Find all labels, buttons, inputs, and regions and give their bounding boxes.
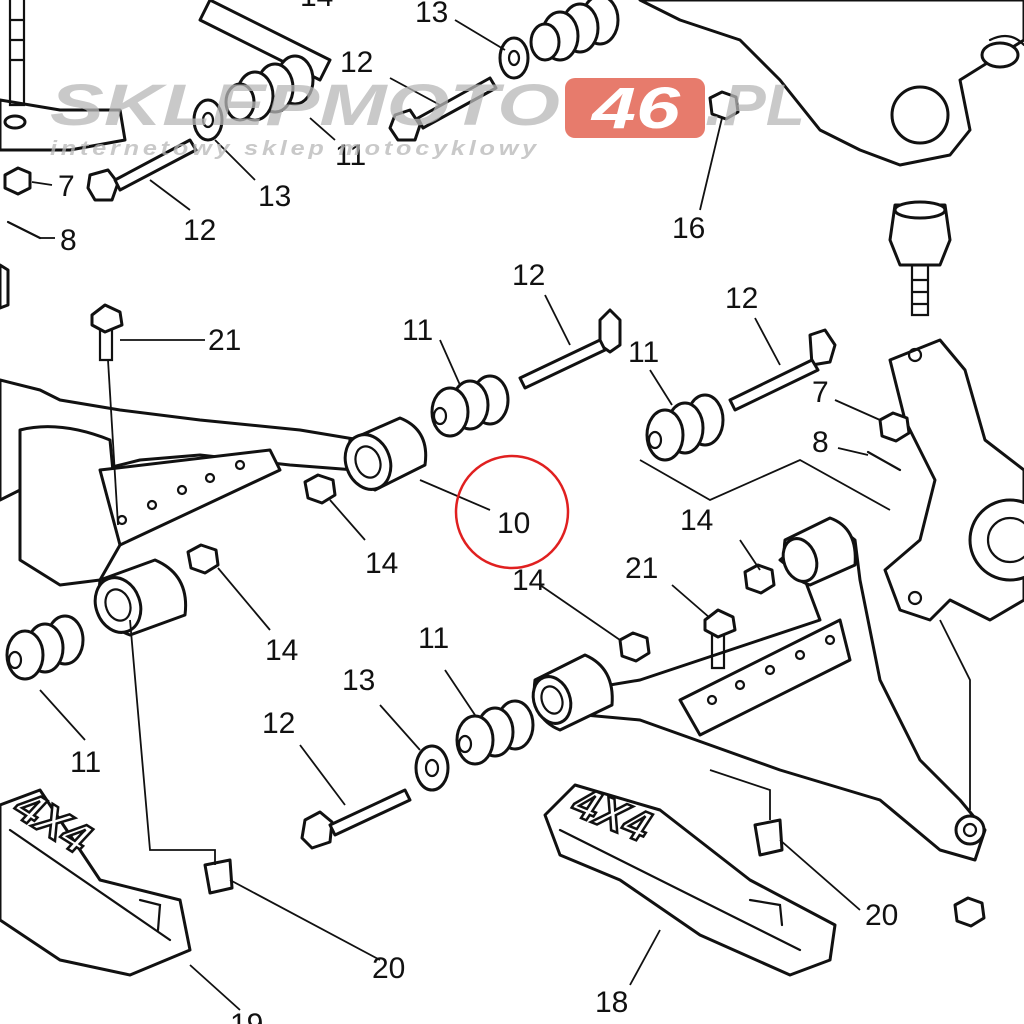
callout-11-mid: 11	[402, 314, 433, 347]
watermark: SKLEPMOTO 46 .PL internetowy sklep motoc…	[50, 73, 805, 160]
callout-labels: 14 13 12 11 13 12 7 8 16 21 11 12 12 11 …	[58, 0, 898, 1024]
watermark-brand: SKLEPMOTO	[50, 73, 560, 138]
callout-12-low: 12	[262, 707, 295, 740]
callout-14-c: 14	[680, 504, 713, 537]
callout-7-left: 7	[58, 170, 75, 203]
callout-18: 18	[595, 986, 628, 1019]
bushing-11-top	[224, 0, 620, 122]
bolts-12	[86, 76, 837, 850]
callout-13-top: 13	[415, 0, 448, 29]
callout-12-right: 12	[725, 282, 758, 315]
bushing-11-right	[645, 393, 725, 462]
callout-20-right: 20	[865, 899, 898, 932]
watermark-tagline: internetowy sklep motocyklowy	[50, 138, 540, 160]
highlight-circle	[454, 454, 570, 570]
nuts-and-small-bolts	[3, 90, 986, 928]
clips-20	[203, 818, 784, 895]
callout-7-right: 7	[812, 376, 829, 409]
callout-12-mid: 12	[512, 259, 545, 292]
callout-8-left: 8	[60, 224, 77, 257]
upper-top-arm	[638, 0, 1024, 167]
callout-16: 16	[672, 212, 705, 245]
callout-10-highlighted: 10	[497, 507, 530, 540]
callout-21-left: 21	[208, 324, 241, 357]
callout-14-b: 14	[265, 634, 298, 667]
pins-8	[6, 220, 902, 472]
bushing-sleeve-10	[343, 416, 428, 492]
bushing-sleeve-left	[93, 558, 188, 637]
leader-lines	[31, 19, 971, 1011]
ball-joint	[888, 200, 952, 317]
callout-11-left-low: 11	[70, 746, 101, 779]
watermark-domain: .PL	[705, 73, 805, 138]
watermark-number-box	[565, 78, 705, 138]
callout-8-right: 8	[812, 426, 829, 459]
guard-18: 4X4	[543, 776, 837, 977]
callout-14-top: 14	[300, 0, 333, 13]
callout-11-low: 11	[418, 622, 449, 655]
steering-knuckle	[883, 338, 1024, 622]
callout-14-a: 14	[365, 547, 398, 580]
bushing-11-left-low	[5, 614, 85, 681]
watermark-number: 46	[591, 76, 681, 141]
right-upper-arm	[531, 516, 987, 862]
callout-12-left: 12	[183, 214, 216, 247]
guard-19: 4X4	[0, 779, 192, 977]
callout-20-left: 20	[372, 952, 405, 985]
bushing-11-low	[455, 699, 535, 766]
washers-13	[192, 36, 530, 792]
callout-12-top: 12	[340, 46, 373, 79]
callout-21-right: 21	[625, 552, 658, 585]
callout-14-d: 14	[512, 564, 545, 597]
callout-11-right: 11	[628, 336, 659, 369]
callout-19: 19	[230, 1008, 263, 1024]
callout-11-top: 11	[335, 139, 366, 172]
callout-13-low: 13	[342, 664, 375, 697]
lower-left-arm	[0, 378, 362, 587]
bushing-11-mid	[430, 374, 510, 438]
callout-13-left: 13	[258, 180, 291, 213]
